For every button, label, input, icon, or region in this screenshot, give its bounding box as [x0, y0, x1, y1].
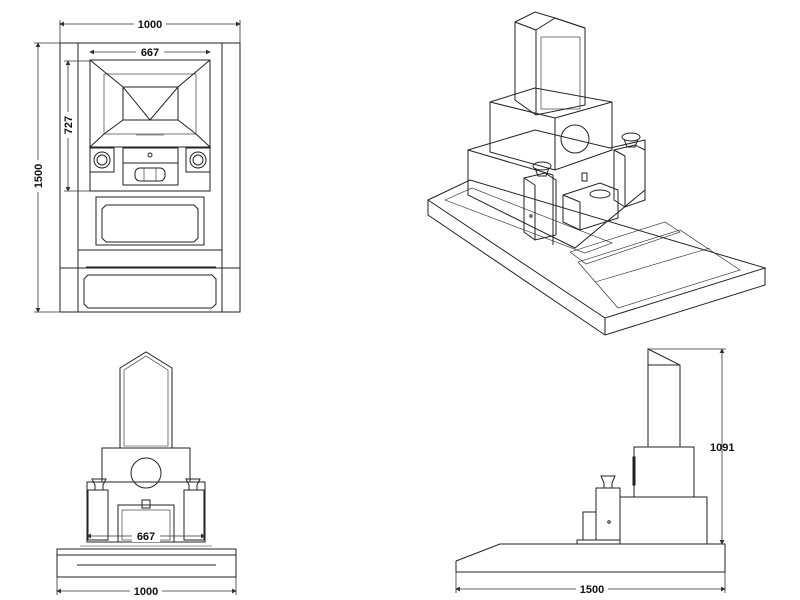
upper-block-plan	[88, 59, 212, 192]
side-view: 1091 1500	[455, 348, 734, 596]
base-side	[455, 543, 726, 573]
incense-holder-plan	[122, 147, 179, 186]
plate-frame	[95, 196, 205, 246]
flower-vase-right-plan	[185, 147, 211, 173]
flower-vase-left-iso	[523, 161, 557, 241]
incense-holder-iso	[562, 172, 619, 231]
flower-vase-side	[595, 487, 621, 541]
plan-inner-width-label: 667	[141, 47, 159, 59]
middle-block-side	[633, 446, 695, 498]
lower-block-side	[619, 496, 708, 545]
side-height-label: 1091	[710, 442, 734, 454]
stele-side	[647, 348, 681, 448]
family-crest-circle	[560, 124, 590, 154]
flower-vase-right-iso	[613, 132, 646, 208]
plate-panel	[101, 204, 199, 243]
base-front	[56, 548, 237, 578]
step-panel	[83, 274, 217, 309]
plan-depth-label: 1500	[33, 164, 45, 188]
plan-view: 1000 667 727 1500	[31, 17, 241, 313]
stele	[514, 11, 586, 116]
plan-width-label: 1000	[138, 19, 162, 31]
stele-front	[119, 351, 173, 449]
flower-vase-left-plan	[89, 147, 115, 173]
middle-block	[489, 87, 613, 171]
side-depth-label: 1500	[580, 584, 604, 596]
front-width-label: 1000	[134, 586, 158, 598]
plan-inner-depth-label: 727	[63, 116, 75, 134]
front-inner-width-label: 667	[137, 531, 155, 543]
isometric-view	[426, 11, 767, 336]
middle-block-front	[101, 447, 191, 483]
front-view: 667 1000	[56, 351, 237, 598]
